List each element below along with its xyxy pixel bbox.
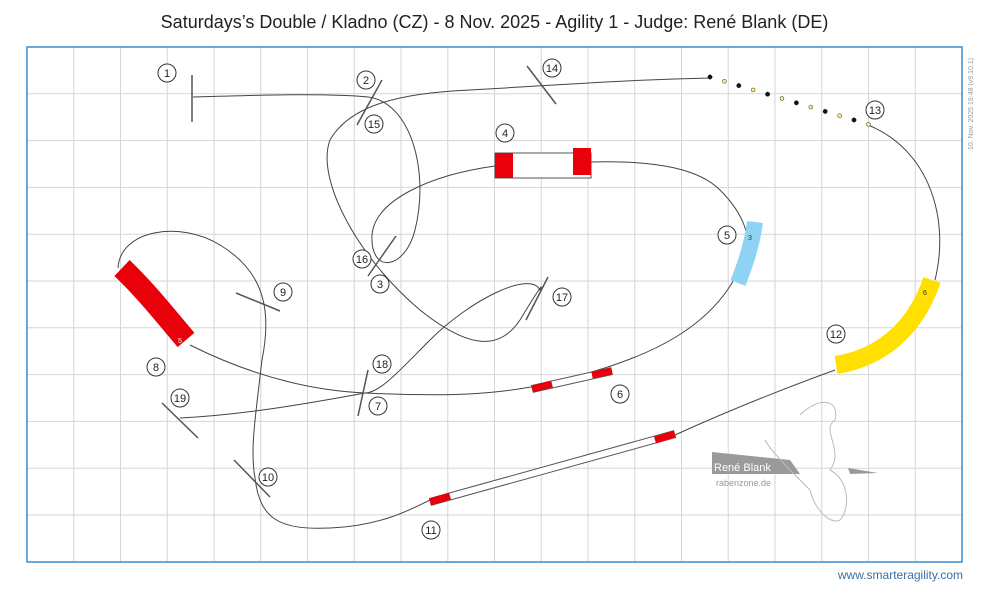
- obstacle-number: 17: [556, 292, 568, 304]
- obstacle-number: 5: [724, 230, 730, 242]
- obstacle-number-circle: [157, 63, 177, 83]
- weave-pole: [750, 87, 756, 93]
- obstacle-number: 7: [375, 401, 381, 413]
- watermark-dog-sketch: [764, 401, 848, 522]
- tunnel-blue-label: 3: [748, 235, 752, 242]
- tunnel-yellow-label: 6: [923, 290, 927, 297]
- obstacle-number-circle: [826, 324, 846, 344]
- weave-pole: [765, 91, 771, 97]
- weave-pole: [822, 108, 828, 114]
- obstacle-number: 18: [376, 359, 388, 371]
- obstacle-number-circle: [717, 225, 737, 245]
- obstacle-number: 14: [546, 63, 558, 75]
- obstacle-number-circle: [421, 520, 441, 540]
- tunnel-blue: [730, 220, 763, 286]
- obstacle-number: 12: [830, 329, 842, 341]
- obstacle-number: 9: [280, 287, 286, 299]
- obstacle-number: 8: [153, 362, 159, 374]
- jump-10: [233, 459, 271, 498]
- jump-3-16: [367, 235, 397, 277]
- seesaw-6: [531, 367, 613, 393]
- jump-17: [525, 276, 549, 321]
- tunnel-4: [494, 148, 592, 179]
- jump-7-18: [357, 369, 369, 417]
- obstacle-number: 2: [363, 75, 369, 87]
- obstacle-number: 11: [425, 525, 436, 537]
- obstacle-number: 3: [377, 279, 383, 291]
- obstacle-number-circle: [146, 357, 166, 377]
- obstacle-number-circle: [368, 396, 388, 416]
- obstacle-number-circle: [542, 58, 562, 78]
- obstacle-number-circle: [356, 70, 376, 90]
- watermark-site: rabenzone.de: [716, 478, 772, 488]
- jump-9: [235, 292, 281, 312]
- jump-2-15: [356, 79, 383, 126]
- watermark-banner: [712, 452, 800, 474]
- obstacle-number-circle: [352, 249, 372, 269]
- course-title: Saturdays’s Double / Kladno (CZ) - 8 Nov…: [160, 12, 829, 32]
- obstacle-number: 13: [869, 105, 881, 117]
- weave-pole: [736, 83, 742, 89]
- obstacle-number-circle: [372, 354, 392, 374]
- tunnel-red: [114, 260, 195, 348]
- weave-pole: [866, 122, 871, 127]
- weave-pole: [837, 113, 842, 118]
- obstacle-number-circle: [364, 114, 384, 134]
- weave-pole: [707, 74, 713, 80]
- obstacle-number: 16: [356, 254, 368, 266]
- jumps: [161, 65, 557, 498]
- weave-pole: [793, 100, 799, 106]
- weave-pole: [851, 117, 857, 123]
- field-border: [26, 46, 963, 563]
- dogwalk-11: [428, 430, 677, 506]
- obstacle-number: 4: [502, 128, 508, 140]
- tunnel-red-label: 5: [178, 338, 182, 345]
- weave-pole: [808, 104, 814, 110]
- weave-pole: [722, 79, 727, 84]
- obstacle-number-circle: [865, 100, 885, 120]
- obstacle-number-circle: [273, 282, 293, 302]
- watermark-name: René Blank: [714, 462, 771, 474]
- obstacle-number-circle: [170, 388, 190, 408]
- weave-pole: [779, 96, 785, 101]
- obstacle-number-circle: [258, 467, 278, 487]
- jump-19: [161, 402, 199, 439]
- obstacle-number: 19: [174, 393, 186, 405]
- obstacle-number: 15: [368, 119, 380, 131]
- obstacle-number-circle: [610, 384, 630, 404]
- obstacle-number: 1: [164, 68, 170, 80]
- obstacle-number: 10: [262, 472, 274, 484]
- tunnel-yellow: [834, 276, 941, 374]
- obstacle-number-circle: [370, 274, 390, 294]
- obstacle-number: 6: [617, 389, 623, 401]
- jump-14: [526, 65, 557, 105]
- website-link[interactable]: www.smarteragility.com: [837, 568, 963, 582]
- obstacle-number-circle: [552, 287, 572, 307]
- obstacle-number-circle: [495, 123, 515, 143]
